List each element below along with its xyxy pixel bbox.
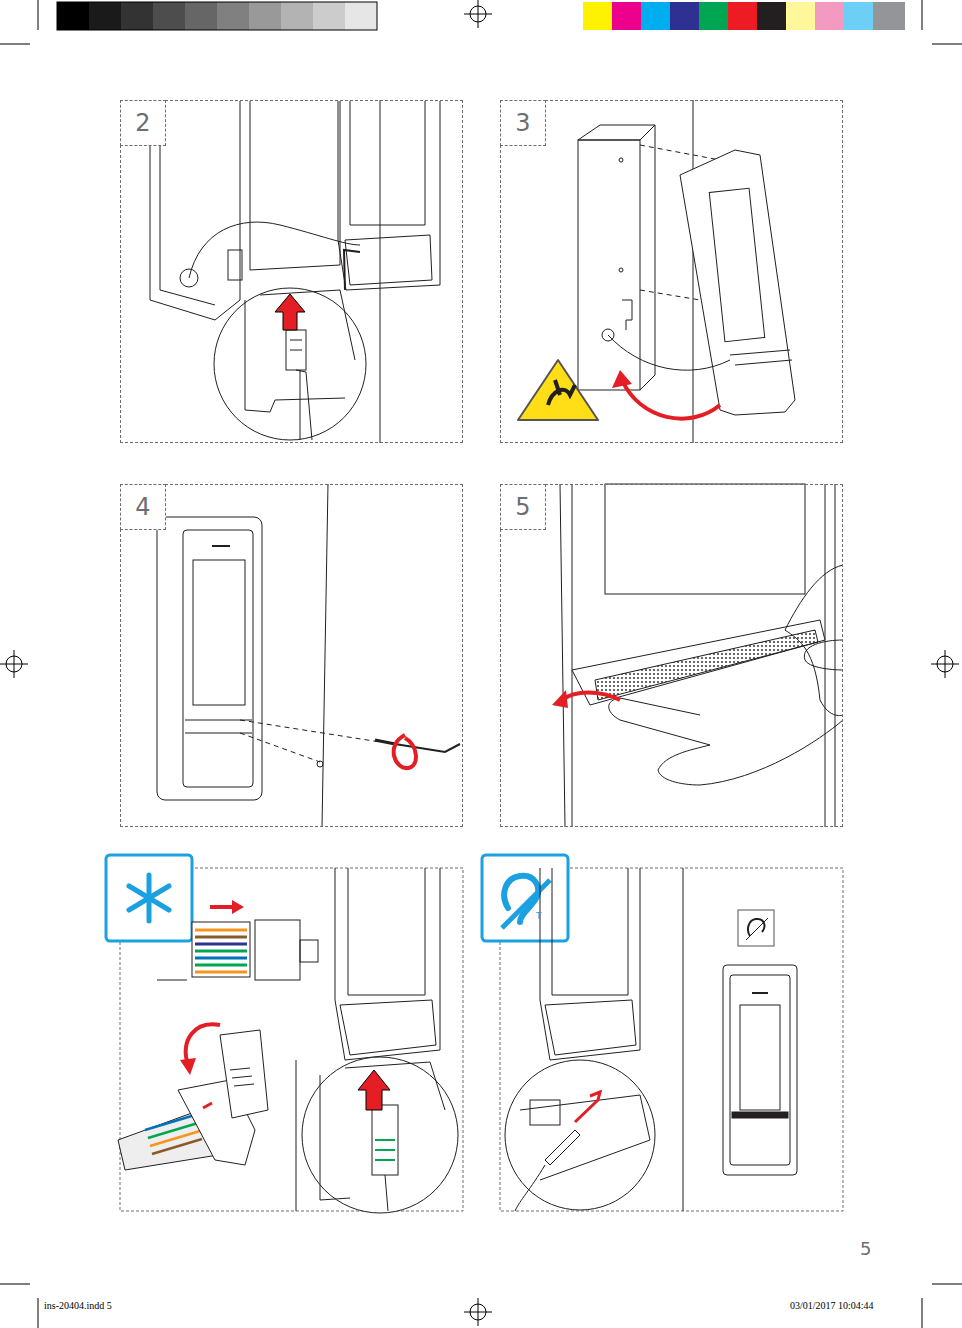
plug-drawing <box>118 920 318 1170</box>
step-panel: 3 <box>500 100 843 443</box>
page-number: 5 <box>860 1238 871 1259</box>
step-tab: 3 <box>500 100 546 146</box>
step-number: 5 <box>515 495 530 519</box>
symbol-letter: T <box>536 911 542 921</box>
insert-arrow <box>275 294 305 330</box>
insert-arrow <box>358 1070 390 1110</box>
warning-symbol <box>518 360 598 420</box>
step-tab: 5 <box>500 484 546 530</box>
fold-arrow <box>612 370 632 388</box>
grey-bar <box>57 2 377 30</box>
step-number: 3 <box>515 111 530 135</box>
step-panel: 4 <box>120 484 463 827</box>
hearing-loop-icon <box>482 855 568 941</box>
file-name: ins-20404.indd 5 <box>44 1300 112 1311</box>
panel-3-drawing <box>578 100 795 443</box>
colour-bar <box>583 2 905 30</box>
rotate-arrow <box>394 735 416 768</box>
device-back <box>296 868 458 1213</box>
step-panel: 5 <box>500 484 843 827</box>
close-arrow <box>180 1058 196 1075</box>
panel-2-drawing <box>150 100 440 443</box>
panel-5-drawing <box>560 484 843 827</box>
fold-arrow <box>622 380 720 419</box>
step-tab: 2 <box>120 100 166 146</box>
step-panel: 2 <box>120 100 463 443</box>
remove-arrow <box>552 690 568 708</box>
timestamp: 03/01/2017 10:04:44 <box>790 1300 874 1311</box>
step-number: 2 <box>135 111 150 135</box>
plug-arrow <box>575 1092 600 1122</box>
push-arrow <box>210 900 244 914</box>
remove-arrow <box>562 693 620 701</box>
cat5-icon <box>106 855 192 941</box>
step-tab: 4 <box>120 484 166 530</box>
panel-4-drawing <box>157 484 460 827</box>
device-back <box>505 868 797 1211</box>
step-number: 4 <box>135 495 150 519</box>
